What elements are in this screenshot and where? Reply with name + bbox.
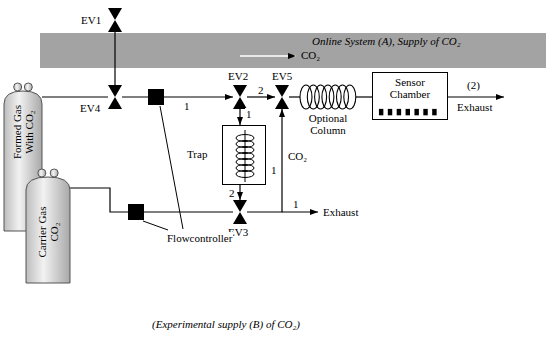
trap-coil (236, 171, 254, 178)
valve-half (108, 8, 122, 20)
gas-line (356, 96, 372, 97)
node-shape (223, 126, 265, 184)
node-shape (275, 85, 289, 109)
sensor-box: Sensor Chamber (372, 72, 448, 120)
valve-symbol: EV5 (275, 85, 289, 109)
node-label: Online System (A), Supply of CO₂ (312, 35, 461, 47)
sensor-element (423, 109, 427, 115)
gas-line (122, 96, 233, 97)
valve-label: EV2 (228, 70, 248, 82)
trap-tube (245, 130, 246, 182)
valve-half (275, 97, 289, 109)
sensor-element (406, 109, 410, 115)
gas-line (239, 109, 240, 125)
valve-half (108, 97, 122, 109)
exhaust-arrow (282, 211, 318, 212)
leader-line (143, 221, 168, 230)
valve-half (108, 20, 122, 32)
node-shape (108, 8, 122, 32)
valve-half (108, 85, 122, 97)
valve-symbol: EV3 (233, 200, 247, 224)
diagram-label: (2) (466, 79, 481, 91)
gas-line (289, 96, 300, 97)
sensor-element (432, 109, 436, 115)
sensor-element (388, 109, 392, 115)
flow-number: CO₂ (287, 150, 308, 162)
diagram-label: CO₂ (300, 49, 321, 61)
flow-number: 1 (245, 108, 253, 120)
coil-turn (344, 85, 356, 109)
node-shape (233, 85, 247, 109)
leader-line (160, 106, 183, 229)
valve-label: EV5 (272, 70, 292, 82)
gas-line (247, 96, 275, 97)
trap-box: Trap (222, 125, 266, 185)
exhaust-arrow (448, 96, 504, 97)
diagram-label: Exhaust (456, 101, 493, 113)
coil-turn (337, 85, 349, 109)
flow-number: 2 (257, 84, 265, 96)
node-label: Formed Gas With CO₂ (11, 94, 35, 170)
node-shape (233, 200, 247, 224)
flow-number: 1 (183, 100, 191, 112)
supply-band: Online System (A), Supply of CO₂ (40, 33, 546, 68)
valve-half (275, 85, 289, 97)
gas-cylinder: Carrier Gas CO₂ (26, 168, 70, 284)
gas-line (114, 32, 115, 85)
diagram-label: 1 (292, 198, 300, 210)
column-coil: Optional Column (300, 84, 356, 138)
valve-label: EV4 (80, 102, 100, 114)
online-band (40, 33, 546, 68)
sensor-element (379, 109, 383, 115)
coil-turn (307, 85, 319, 109)
coil-turn (300, 85, 312, 109)
cylinder-knob (38, 169, 46, 177)
coil-turn (329, 85, 341, 109)
cylinder-knob (50, 169, 58, 177)
diagram-label: 1 (270, 164, 278, 176)
coil-turn (315, 85, 327, 109)
diagram-label: Flowcontroller (166, 232, 233, 244)
sensor-element (414, 109, 418, 115)
diagram-label: Exhaust (322, 206, 359, 218)
sensor-element (397, 109, 401, 115)
valve-symbol: EV2 (233, 85, 247, 109)
flowcontroller-block (128, 204, 144, 220)
valve-half (233, 212, 247, 224)
node-label: Trap (187, 148, 207, 160)
gas-line (42, 96, 108, 97)
flowcontroller-block (148, 89, 164, 105)
cylinder-knob (24, 83, 32, 91)
flow-number: 2 (228, 187, 236, 199)
valve-half (233, 200, 247, 212)
node-label: Sensor Chamber (373, 73, 447, 100)
gas-line (239, 185, 240, 200)
valve-symbol: EV1 (108, 8, 122, 32)
valve-symbol: EV4 (108, 85, 122, 109)
node-label: Carrier Gas CO₂ (36, 202, 60, 262)
gas-line (70, 188, 233, 212)
coil-turn (322, 85, 334, 109)
node-label: Optional Column (300, 112, 356, 136)
figure-caption: (Experimental supply (B) of CO₂) (152, 318, 300, 330)
valve-half (233, 85, 247, 97)
cylinder-body (26, 177, 70, 283)
flow-arrow (240, 55, 296, 56)
valve-label: EV1 (81, 14, 101, 26)
cylinder-knob (14, 83, 22, 91)
node-shape (108, 85, 122, 109)
